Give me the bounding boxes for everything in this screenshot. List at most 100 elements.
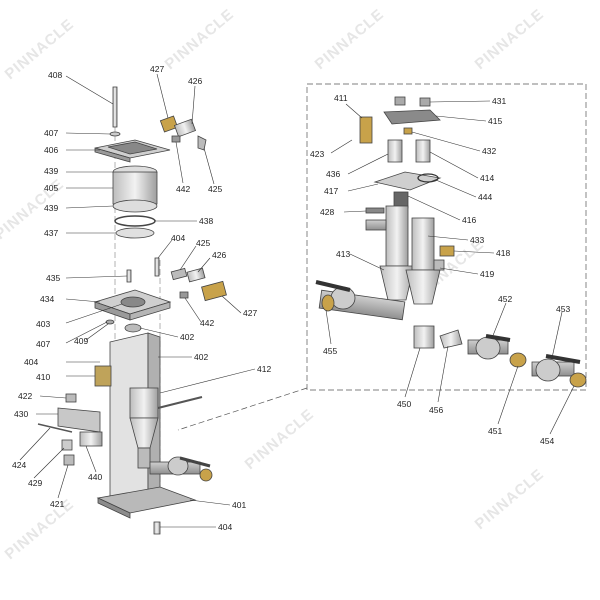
leader-416 (407, 195, 461, 221)
part-403-hub (120, 296, 146, 308)
leader-453 (551, 311, 563, 359)
detail-connector (177, 387, 308, 431)
part-401-filter-pad-side (97, 497, 131, 519)
part-434-plate-side2 (129, 301, 171, 321)
part-429-fitting (61, 439, 73, 451)
part-419-cyclone-cone (405, 269, 441, 305)
leader-401 (189, 499, 231, 506)
detail-box (306, 83, 587, 391)
leader-421 (57, 464, 69, 499)
callout-430: 430 (14, 409, 28, 419)
callout-417: 417 (324, 186, 338, 196)
part-452-valve-handle (485, 334, 511, 342)
part-418-fitting (439, 245, 455, 257)
leader-426-mid (197, 257, 211, 273)
callout-414: 414 (480, 173, 494, 183)
part-406-plate-side (94, 147, 131, 163)
callout-431: 431 (492, 96, 506, 106)
leader-409 (85, 323, 109, 341)
part-427-fitting-mid (201, 280, 227, 302)
part-453-valve-ball (535, 358, 561, 382)
part-cyclone-upper (129, 387, 159, 419)
part-cyclone-outlet (137, 447, 151, 469)
leader-442-top (175, 141, 184, 184)
leader-451 (497, 365, 519, 425)
callout-410: 410 (36, 372, 50, 382)
callout-450: 450 (397, 399, 411, 409)
part-430-manifold (57, 407, 101, 433)
callout-455: 455 (323, 346, 337, 356)
part-442-nut-mid (179, 291, 189, 299)
leader-419 (439, 267, 479, 275)
part-444-oring (417, 173, 439, 183)
callout-425-mid: 425 (196, 238, 210, 248)
part-426-fitting-top (173, 118, 197, 138)
watermark-9: PINNACLE (2, 496, 78, 563)
part-425-fitting-mid (170, 267, 188, 281)
part-451-fitting (509, 352, 527, 368)
part-435-pin (126, 269, 132, 283)
part-415-plate (383, 109, 441, 125)
callout-433: 433 (470, 235, 484, 245)
leader-434 (65, 298, 101, 303)
part-405-cylinder (112, 171, 158, 205)
part-413-cyclone-tube (385, 205, 409, 267)
callout-415: 415 (488, 116, 502, 126)
leader-436 (347, 153, 389, 175)
part-452-valve-ball (475, 336, 501, 360)
callout-439-top: 439 (44, 166, 58, 176)
callout-406: 406 (44, 145, 58, 155)
leader-424 (19, 427, 51, 461)
leader-407-mid (65, 321, 108, 344)
watermark-7: PINNACLE (242, 406, 318, 473)
watermark-2: PINNACLE (162, 6, 238, 73)
part-409-washer (105, 319, 115, 325)
leader-423 (330, 139, 353, 154)
callout-429: 429 (28, 478, 42, 488)
watermark-1: PINNACLE (2, 16, 78, 83)
part-402-bushing (124, 323, 142, 333)
watermark-8: PINNACLE (472, 466, 548, 533)
callout-451: 451 (488, 426, 502, 436)
part-406-plate-top (107, 141, 158, 155)
part-422-fitting (65, 393, 77, 403)
part-419-inlet (433, 259, 445, 271)
callout-407-mid: 407 (36, 339, 50, 349)
callout-418: 418 (496, 248, 510, 258)
leader-414 (429, 151, 479, 179)
leader-433 (427, 235, 469, 241)
callout-408: 408 (48, 70, 62, 80)
part-bottom-valve-end (199, 468, 213, 482)
part-412-rod (149, 396, 203, 411)
part-411-bracket (359, 116, 373, 144)
leader-404-mid (157, 239, 173, 259)
part-426-fitting-mid (186, 267, 206, 283)
part-456-elbow (439, 329, 463, 349)
leader-452 (491, 302, 507, 339)
part-410-block (94, 365, 112, 387)
watermark-4: PINNACLE (472, 6, 548, 73)
part-414-fitting (415, 139, 431, 163)
leader-442-mid (184, 297, 202, 323)
part-440-elbow (79, 431, 103, 447)
callout-413: 413 (336, 249, 350, 259)
leader-428 (343, 210, 367, 213)
part-421-fitting (63, 454, 75, 466)
part-408-rod (112, 86, 118, 128)
leader-450 (404, 347, 421, 398)
part-453-valve-handle (545, 354, 581, 364)
callout-416: 416 (462, 215, 476, 225)
leader-412 (159, 368, 256, 394)
leader-425-top (203, 147, 215, 185)
callout-452: 452 (498, 294, 512, 304)
part-431-cap2 (419, 97, 431, 107)
callout-442-top: 442 (176, 184, 190, 194)
callout-434: 434 (40, 294, 54, 304)
part-419-cyclone-tube (411, 217, 435, 271)
watermark-3: PINNACLE (312, 6, 388, 73)
part-404-bottom-bolt (153, 521, 161, 535)
callout-421: 421 (50, 499, 64, 509)
leader-402-top (139, 327, 179, 338)
part-450-tee (413, 325, 435, 349)
callout-404-mid: 404 (171, 233, 185, 243)
